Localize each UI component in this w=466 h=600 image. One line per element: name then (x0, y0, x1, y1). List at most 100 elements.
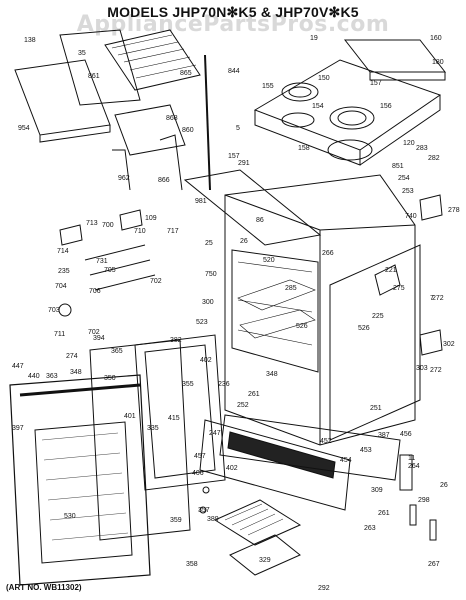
part-callout: 150 (318, 75, 330, 82)
part-callout: 180 (432, 59, 444, 66)
door-inner-panel (89, 339, 191, 541)
part-callout: 302 (443, 341, 455, 348)
part-callout: 860 (182, 127, 194, 134)
part-callout: 254 (398, 175, 410, 182)
part-callout: 401 (124, 413, 136, 420)
part-callout: 25 (205, 240, 213, 247)
part-callout: 358 (186, 561, 198, 568)
part-callout: 453 (360, 447, 372, 454)
part-callout: 520 (263, 257, 275, 264)
part-callout: 11 (408, 455, 415, 462)
part-callout: 844 (228, 68, 240, 75)
part-callout: 740 (405, 213, 417, 220)
part-callout: 355 (182, 381, 194, 388)
part-callout: 389 (207, 516, 219, 523)
drip-pan-large (327, 139, 373, 161)
part-callout: 717 (167, 228, 179, 235)
part-callout: 261 (378, 510, 390, 517)
part-callout: 415 (168, 415, 180, 422)
diagram-title: MODELS JHP70N✻K5 & JHP70V✻K5 (107, 4, 359, 20)
element-receptacle (374, 264, 401, 296)
storage-drawer (199, 419, 351, 511)
door-window (34, 421, 133, 564)
side-trim (114, 104, 186, 156)
art-number: (ART NO. WB11302) (6, 583, 82, 592)
part-callout: 865 (180, 70, 192, 77)
oven-cavity (231, 249, 319, 373)
part-callout: 274 (66, 353, 78, 360)
watermark: AppliancePartsPros.com (76, 12, 390, 37)
cooktop-panel (253, 59, 442, 151)
part-callout: 235 (58, 268, 70, 275)
part-callout: 266 (322, 250, 334, 257)
part-callout: 264 (408, 463, 420, 470)
part-callout: 263 (364, 525, 376, 532)
part-callout: 365 (111, 348, 123, 355)
part-callout: 523 (196, 319, 208, 326)
part-callout: 526 (358, 325, 370, 332)
part-callout: 160 (430, 35, 442, 42)
part-callout: 402 (200, 357, 212, 364)
part-callout: 5 (236, 125, 240, 132)
thermostat-knob (419, 194, 443, 221)
part-callout: 703 (48, 307, 60, 314)
part-callout: 700 (102, 222, 114, 229)
part-callout: 157 (228, 153, 240, 160)
part-callout: 382 (170, 337, 182, 344)
part-callout: 706 (89, 288, 101, 295)
part-callout: 329 (259, 557, 271, 564)
part-callout: 406 (192, 470, 204, 477)
oven-rack (237, 279, 316, 311)
part-callout: 866 (158, 177, 170, 184)
part-callout: 526 (296, 323, 308, 330)
terminal-block (419, 329, 443, 356)
drip-pan-small (281, 112, 315, 128)
part-callout: 335 (147, 425, 159, 432)
part-callout: 283 (416, 145, 428, 152)
part-callout: 291 (238, 160, 250, 167)
part-callout: 397 (12, 425, 24, 432)
part-callout: 456 (400, 431, 412, 438)
part-callout: 309 (371, 487, 383, 494)
part-callout: 154 (312, 103, 324, 110)
part-callout: 261 (248, 391, 260, 398)
part-callout: 731 (96, 258, 108, 265)
part-callout: 86 (256, 217, 264, 224)
front-frame-strip (183, 169, 322, 246)
part-callout: 387 (378, 432, 390, 439)
part-callout: 851 (392, 163, 404, 170)
part-callout: 702 (88, 329, 100, 336)
part-callout: 225 (372, 313, 384, 320)
part-callout: 981 (195, 198, 207, 205)
part-callout: 954 (18, 125, 30, 132)
part-callout: 357 (198, 507, 210, 514)
part-callout: 120 (403, 140, 415, 147)
part-callout: 282 (428, 155, 440, 162)
top-trim-panel (59, 29, 141, 106)
part-callout: 272 (430, 367, 442, 374)
part-callout: 962 (118, 175, 130, 182)
part-callout: 303 (416, 365, 428, 372)
part-callout: 750 (205, 271, 217, 278)
part-callout: 292 (318, 585, 330, 592)
part-callout: 447 (12, 363, 24, 370)
part-callout: 236 (218, 381, 230, 388)
part-callout: 713 (86, 220, 98, 227)
part-callout: 278 (448, 207, 460, 214)
part-callout: 275 (393, 285, 405, 292)
part-callout: 7 (430, 295, 434, 302)
part-callout: 350 (104, 375, 116, 382)
part-callout: 711 (54, 331, 65, 338)
part-callout: 253 (402, 188, 414, 195)
part-callout: 251 (370, 405, 382, 412)
part-callout: 704 (55, 283, 67, 290)
rack-support (84, 244, 156, 291)
part-callout: 348 (266, 371, 278, 378)
part-callout: 363 (46, 373, 58, 380)
part-callout: 705 (104, 267, 116, 274)
part-callout: 440 (28, 373, 40, 380)
part-callout: 109 (145, 215, 157, 222)
part-callout: 156 (380, 103, 392, 110)
